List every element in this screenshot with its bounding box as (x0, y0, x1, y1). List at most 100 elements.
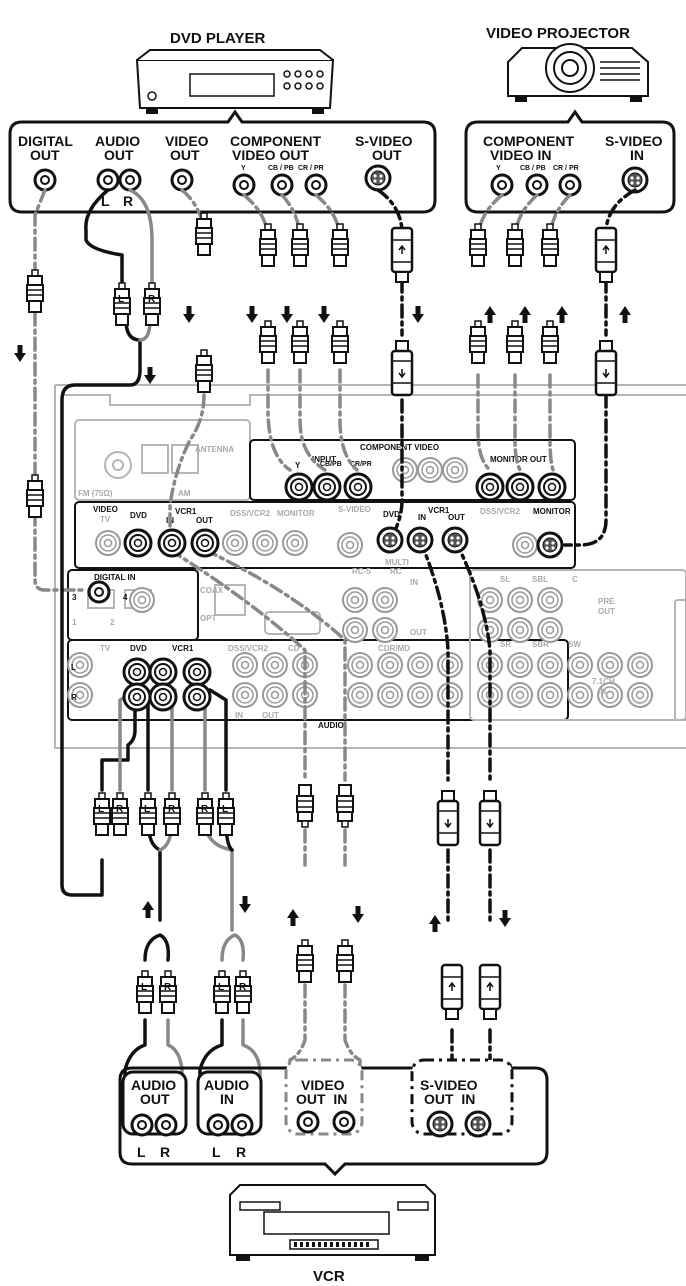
audio-tv-label: TV (100, 644, 111, 653)
rcv-monitor-cr-jack[interactable] (537, 472, 567, 502)
dvd-digital-label: DIGITAL (18, 133, 73, 149)
plug-lr-marks: L R L R L R R L L R L R (98, 294, 247, 993)
pre-label: PRE (598, 597, 615, 606)
rc5-label: RC-5 (352, 567, 371, 576)
rcv-audio-dvd-l-jack[interactable] (122, 657, 152, 687)
rcv-monitor-cb-jack[interactable] (505, 472, 535, 502)
dvd-video-out-jack[interactable] (170, 168, 194, 192)
am-label: AM (178, 489, 191, 498)
sv-in-label: IN (418, 513, 426, 522)
dvd-cb-label: CB / PB (268, 165, 294, 172)
pre-sl-label: SL (500, 575, 510, 584)
plug-mark-l: L (98, 804, 104, 815)
video-out-label: OUT (196, 516, 213, 525)
dvd-video-out-label: OUT (170, 147, 200, 163)
video-monitor-label: MONITOR (277, 509, 315, 518)
vcr-video-out-in-label: OUT IN (296, 1091, 347, 1107)
rcv-comp-in-cb-jack[interactable] (312, 472, 342, 502)
plug-mark-r: R (168, 804, 176, 815)
audio-out-bottom: OUT (262, 711, 279, 720)
dvd-player-title: DVD PLAYER (170, 30, 265, 47)
rcv-comp-in-y-jack[interactable] (284, 472, 314, 502)
dvd-audio-l-jack[interactable] (96, 168, 120, 192)
dvd-audio-r-jack[interactable] (118, 168, 142, 192)
rcv-digital-coax-jack[interactable] (87, 580, 111, 604)
plug-mark-l: L (144, 804, 150, 815)
rcv-svideo-vcr1-out-jack[interactable] (441, 526, 469, 554)
pre-sbl-label: SBL (532, 575, 548, 584)
dvd-svideo-out-label: OUT (372, 147, 402, 163)
rcv-video-dvd-jack[interactable] (123, 528, 153, 558)
sv-out-label: OUT (448, 513, 465, 522)
plug-mark-l: L (118, 294, 124, 305)
proj-comp-y-jack[interactable] (490, 173, 514, 197)
comp-cb-label: CB/PB (320, 461, 342, 468)
vcr-title: VCR (313, 1268, 345, 1285)
plug-mark-r: R (201, 804, 209, 815)
dvd-player-device: DVD PLAYER (135, 30, 335, 114)
rcv-svideo-dvd-jack[interactable] (376, 526, 404, 554)
vcr-svideo-label: S-VIDEO (420, 1077, 478, 1093)
digital-num-3: 3 (72, 593, 77, 602)
dvd-digital-out-jack[interactable] (33, 168, 57, 192)
vcr-audio-in-label: AUDIO (204, 1077, 249, 1093)
component-video-label: COMPONENT VIDEO (360, 443, 439, 452)
rcv-audio-vcr1-in-l-jack[interactable] (148, 657, 178, 687)
dvd-video-label: VIDEO (165, 133, 209, 149)
dvd-comp-cb-jack[interactable] (270, 173, 294, 197)
dvd-digital-out-label: OUT (30, 147, 60, 163)
dvd-comp-cr-jack[interactable] (304, 173, 328, 197)
vcr-video-out-jack[interactable] (296, 1110, 320, 1134)
dvd-comp-y-jack[interactable] (232, 173, 256, 197)
rcv-svideo-monitor-jack[interactable] (536, 531, 564, 559)
rcv-audio-dvd-r-jack[interactable] (122, 682, 152, 712)
rcv-svideo-vcr1-in-jack[interactable] (406, 526, 434, 554)
pre-c-label: C (572, 575, 578, 584)
audio-vcr1-label: VCR1 (172, 644, 194, 653)
receiver-labels: ANTENNA FM (75Ω) AM COMPONENT VIDEO INPU… (71, 443, 615, 730)
vcr-svideo-in-jack[interactable] (464, 1110, 492, 1138)
vcr-video-in-jack[interactable] (332, 1110, 356, 1134)
dvd-audio-r-label: R (123, 193, 133, 209)
plug-mark-l: L (218, 982, 224, 993)
vcr-audio-out-l-jack[interactable] (130, 1113, 154, 1137)
rcv-monitor-y-jack[interactable] (475, 472, 505, 502)
plug-mark-r: R (164, 982, 172, 993)
vcr-audio-in-r-label: R (236, 1144, 246, 1160)
comp-y-label: Y (295, 461, 301, 470)
audio-label: AUDIO (318, 721, 344, 730)
vcr-audio-in-r-jack[interactable] (230, 1113, 254, 1137)
plugs (26, 212, 618, 1021)
in-7ch-label: 7.1CH (592, 677, 615, 686)
rcv-audio-vcr1-out-l-jack[interactable] (182, 657, 212, 687)
plug-mark-l: L (141, 982, 147, 993)
rcv-audio-vcr1-out-r-jack[interactable] (182, 682, 212, 712)
vcr-audio-in-l-jack[interactable] (206, 1113, 230, 1137)
proj-comp-cb-jack[interactable] (525, 173, 549, 197)
proj-comp-cr-jack[interactable] (558, 173, 582, 197)
sv-monitor-label: MONITOR (533, 507, 571, 516)
rcv-video-vcr1-out-jack[interactable] (190, 528, 220, 558)
digital-in-label: DIGITAL IN (94, 573, 136, 582)
proj-component-in-label: VIDEO IN (490, 147, 551, 163)
proj-svideo-label: S-VIDEO (605, 133, 663, 149)
vcr-audio-out-r-label: R (160, 1144, 170, 1160)
digital-num-2: 2 (110, 618, 115, 627)
proj-component-label: COMPONENT (483, 133, 574, 149)
projector-rear-panel: COMPONENT VIDEO IN S-VIDEO IN Y CB / PB … (464, 109, 676, 214)
s-video-label: S-VIDEO (338, 505, 371, 514)
pre-out-label: OUT (598, 607, 615, 616)
pre-sr-label: SR (500, 640, 511, 649)
vcr-svideo-out-in-label: OUT IN (424, 1091, 475, 1107)
proj-cr-label: CR / PR (553, 165, 579, 172)
dvd-component-label: COMPONENT (230, 133, 321, 149)
vcr-svideo-out-jack[interactable] (426, 1110, 454, 1138)
rcv-comp-in-cr-jack[interactable] (343, 472, 373, 502)
digital-num-1: 1 (72, 618, 77, 627)
rcv-video-vcr1-in-jack[interactable] (157, 528, 187, 558)
rcv-audio-vcr1-in-r-jack[interactable] (148, 682, 178, 712)
projector-title: VIDEO PROJECTOR (486, 25, 630, 42)
dvd-svideo-out-jack[interactable] (364, 164, 392, 192)
vcr-audio-out-r-jack[interactable] (154, 1113, 178, 1137)
